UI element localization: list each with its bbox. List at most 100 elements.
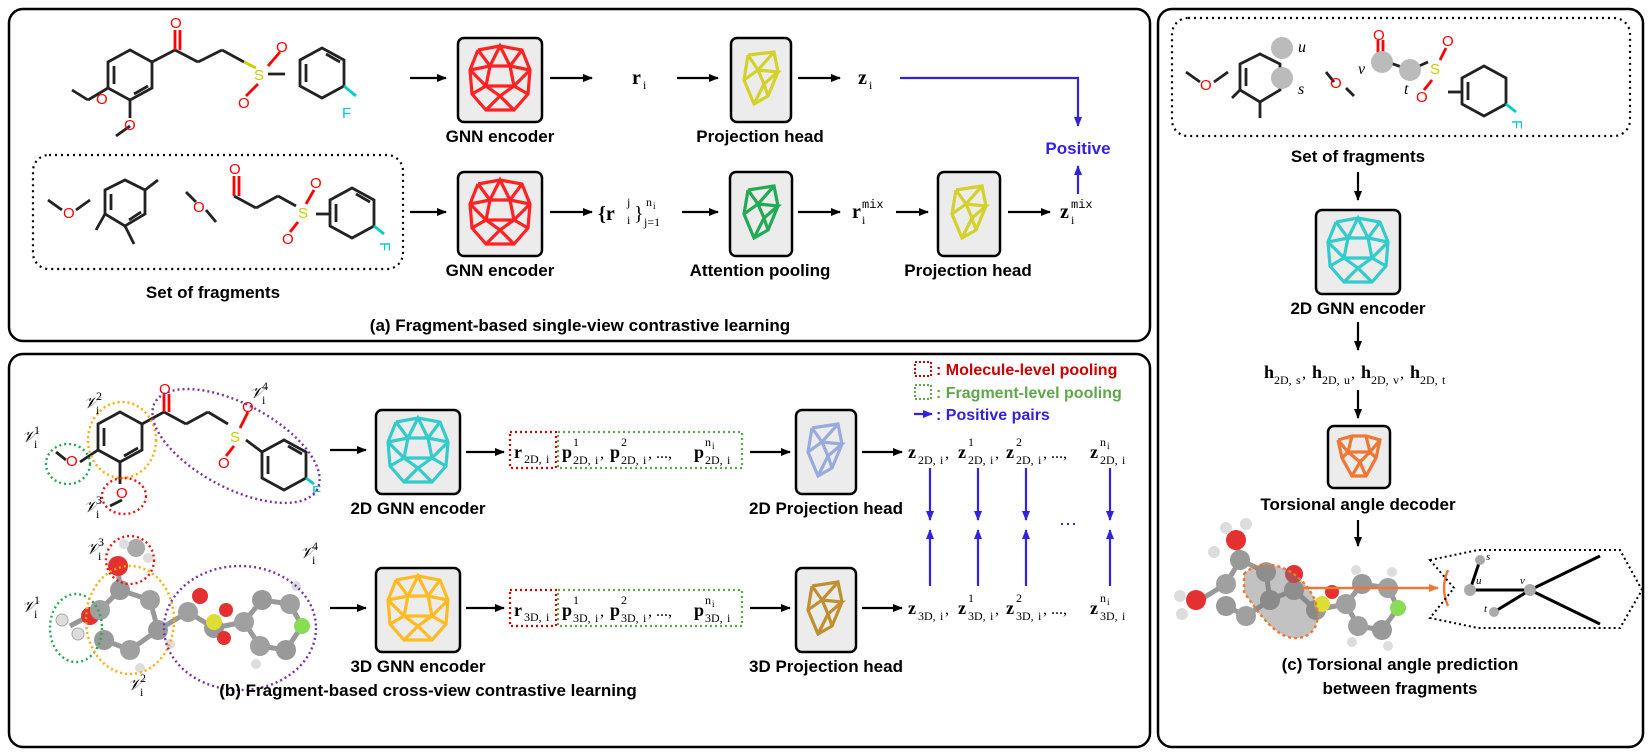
atom-o: O (170, 15, 182, 32)
atom-o: O (242, 399, 254, 416)
atom-s: S (230, 429, 240, 446)
panel-a-caption: (a) Fragment-based single-view contrasti… (370, 316, 790, 335)
svg-text:p: p (562, 600, 572, 620)
r3d-sub-i: i (546, 610, 550, 624)
r-set-sub-i: i (627, 213, 631, 227)
atom-o: O (218, 455, 230, 472)
svg-text:p: p (610, 442, 620, 462)
panel-b-frame (7, 352, 1152, 749)
atom-o: O (66, 453, 78, 470)
atom-o: O (1373, 27, 1385, 44)
attention-pooling-icon-green (742, 184, 782, 241)
p-sequence-3d: p 1 3D, i , p 2 3D, i , ..., p n i 3D, i (562, 593, 731, 625)
atom-f: F (312, 483, 321, 500)
v2-sub: i (96, 403, 100, 417)
svg-text:i: i (1038, 453, 1042, 467)
svg-text:i: i (990, 609, 994, 623)
v1-sub-3d: i (34, 607, 38, 621)
molecule-2d-b-hetero: O S O O O O F (66, 381, 321, 502)
svg-text:,: , (600, 603, 604, 620)
set-of-fragments-label-a: Set of fragments (146, 283, 280, 302)
atom-o: O (1330, 75, 1342, 92)
label-s: s (1298, 81, 1304, 98)
svg-text:3D,: 3D, (705, 611, 723, 625)
dihedral-schematic (1428, 549, 1644, 629)
svg-text:2D,: 2D, (1100, 453, 1118, 467)
atom-s: S (298, 205, 308, 222)
svg-text:i: i (727, 453, 731, 467)
svg-text:u: u (1344, 373, 1350, 387)
panel-a-frame (7, 7, 1152, 343)
attention-pooling-label: Attention pooling (690, 261, 831, 280)
set-of-fragments-label-c: Set of fragments (1291, 147, 1425, 166)
z-sequence-2d: z 2D, i , z 1 2D, i , z 2 2D, i , ..., z… (908, 435, 1126, 467)
legend-molecule-pooling: : Molecule-level pooling (936, 362, 1117, 379)
svg-text:z: z (908, 442, 916, 462)
r3d-sub: 3D, (524, 610, 542, 624)
svg-text:1: 1 (968, 591, 974, 605)
v4-sup: 4 (262, 379, 268, 393)
z-sequence-3d: z 3D, i , z 1 3D, i , z 2 3D, i , ..., z… (908, 591, 1126, 623)
positive-pair-arrows (926, 468, 1114, 586)
z-mix-sup: mix (1071, 198, 1093, 212)
svg-text:i: i (940, 453, 944, 467)
fragment-set-box-a (31, 153, 405, 271)
atom-o: O (1200, 77, 1212, 94)
legend-fragment-pooling: : Fragment-level pooling (936, 385, 1122, 402)
decoder-box-c (1326, 424, 1392, 490)
atom-o: O (282, 231, 294, 248)
r-set-sup-j: j (626, 195, 630, 209)
fragments-a-hetero: O O O S O O F (63, 161, 393, 251)
svg-text:z: z (1006, 598, 1014, 618)
atom-o: O (310, 175, 322, 192)
fragment-ellipse-v4 (151, 387, 321, 505)
fragment-ellipse-3d-v4 (162, 564, 318, 692)
svg-text:3D,: 3D, (621, 611, 639, 625)
fragment-ellipse-3d-v1 (48, 592, 104, 664)
z-mix-symbol: z (1060, 201, 1069, 223)
v4-sup-3d: 4 (312, 539, 318, 553)
atom-f: F (342, 105, 351, 122)
svg-text:n: n (705, 435, 711, 449)
projection-head-icon-brown (806, 580, 846, 637)
fragments-c-hetero: O O O S O O F (1200, 27, 1525, 129)
svg-text:,: , (1302, 365, 1306, 382)
projection-head-icon-blue (806, 422, 846, 479)
dihedral-v: v (1520, 575, 1525, 587)
label-t: t (1404, 81, 1409, 98)
fragment-ellipse-3d-v3 (104, 534, 156, 586)
v1-sup-3d: 1 (34, 593, 40, 607)
svg-text:i: i (712, 599, 715, 609)
svg-text:n: n (1100, 435, 1106, 449)
v1-sub: i (34, 437, 38, 451)
svg-text:3D,: 3D, (1016, 609, 1034, 623)
svg-text:p: p (694, 600, 704, 620)
projection-head-label-bottom: Projection head (904, 261, 1032, 280)
r-i-symbol: r (632, 67, 641, 89)
svg-text:,: , (945, 601, 949, 618)
atom-o: O (238, 95, 250, 112)
v3-sup-3d: 3 (98, 535, 104, 549)
p-sequence-2d: p 1 2D, i , p 2 2D, i , ..., p n i 2D, i (562, 435, 731, 467)
r-set-close: } (634, 203, 644, 225)
svg-text:2: 2 (1016, 435, 1022, 449)
molecule-top-a (71, 46, 357, 138)
svg-text:i: i (595, 453, 599, 467)
svg-text:3D,: 3D, (918, 609, 936, 623)
r2d-symbol: r (514, 442, 522, 462)
svg-text:2D,: 2D, (621, 453, 639, 467)
svg-text:z: z (958, 442, 966, 462)
dihedral-t: t (1484, 603, 1488, 615)
svg-text:z: z (1006, 442, 1014, 462)
svg-text:2D,: 2D, (1371, 373, 1389, 387)
v4-sub: i (262, 393, 266, 407)
svg-text:i: i (712, 441, 715, 451)
svg-text:2: 2 (621, 593, 627, 607)
atom-o: O (276, 39, 288, 56)
svg-text:,: , (600, 445, 604, 462)
legend-swatch-molecule (914, 361, 932, 377)
proj-2d-label-b: 2D Projection head (749, 499, 903, 518)
svg-text:i: i (595, 611, 599, 625)
r-mix-sup: mix (862, 198, 884, 212)
legend-positive-pairs: : Positive pairs (936, 407, 1050, 424)
